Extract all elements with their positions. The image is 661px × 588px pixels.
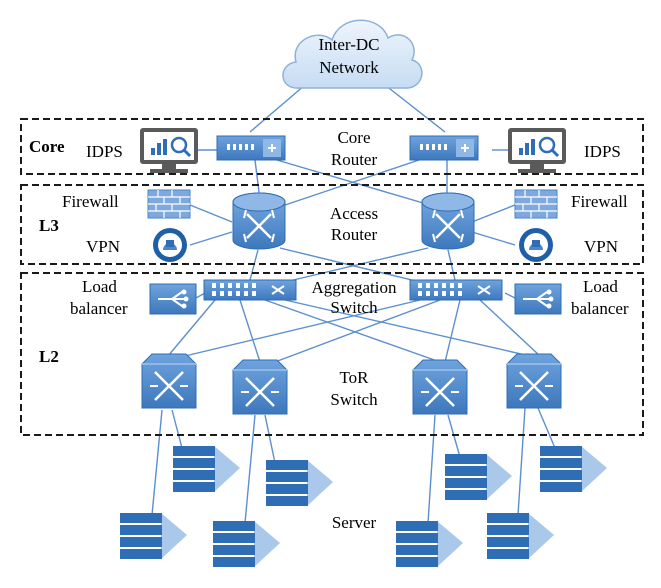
lb-right-label-line1: Load: [583, 277, 618, 296]
zone-label-core: Core: [29, 137, 65, 156]
server-icon: [120, 513, 187, 559]
link-fw-right: [471, 204, 516, 223]
agg-switch-label-line1: Aggregation: [312, 278, 397, 297]
link-agg2-tor3: [444, 299, 461, 363]
server-icon: [540, 446, 607, 492]
server-icon: [396, 521, 463, 567]
firewall-left-icon: [147, 189, 191, 219]
lb-left-label-line1: Load: [82, 277, 117, 296]
zone-core: [20, 118, 644, 175]
lb-right-icon: [514, 283, 562, 315]
firewall-left-label: Firewall: [62, 192, 119, 211]
inter-dc-cloud: Inter-DC Network: [282, 19, 423, 89]
core-router-label-line2: Router: [331, 150, 378, 169]
idps-left-label: IDPS: [86, 142, 123, 161]
core-router-label-line1: Core: [337, 128, 370, 147]
link-cloud-core-left: [249, 84, 306, 133]
tor-switch-4-icon: [506, 353, 562, 409]
aggregation-switch-right-icon: [409, 279, 503, 301]
link-agg1-tor4: [284, 299, 531, 357]
firewall-right-label: Firewall: [571, 192, 628, 211]
lb-left-icon: [149, 283, 197, 315]
access-router-right-icon: [421, 192, 475, 250]
link-agg1-tor3: [264, 299, 441, 363]
link-agg2-tor4: [479, 299, 541, 357]
cloud-label-line1: Inter-DC: [318, 35, 379, 54]
agg-switch-label-line2: Switch: [330, 298, 378, 317]
link-core2-access1: [284, 157, 426, 206]
access-router-left-icon: [232, 192, 286, 250]
vpn-left-icon: [153, 228, 187, 262]
lb-left-label-line2: balancer: [70, 299, 128, 318]
zone-label-l2: L2: [39, 347, 59, 366]
tor-switch-1-icon: [141, 353, 197, 409]
access-router-label-line2: Router: [331, 225, 378, 244]
idps-right-monitor-icon: [508, 128, 566, 173]
link-tor3-srv-a: [427, 414, 436, 524]
cloud-label-line2: Network: [319, 58, 379, 77]
link-tor2-srv-a: [244, 414, 256, 524]
server-icon: [213, 521, 280, 567]
zone-l2: [20, 272, 644, 436]
access-router-label-line1: Access: [330, 204, 378, 223]
firewall-right-icon: [514, 189, 558, 219]
server-icon: [173, 446, 240, 492]
link-agg1-tor1: [167, 299, 216, 357]
link-lb-right: [504, 292, 516, 299]
core-router-right-icon: [409, 135, 479, 161]
server-icon: [445, 454, 512, 500]
link-agg1-tor2: [239, 299, 261, 363]
link-agg2-tor2: [274, 299, 441, 363]
idps-left-monitor-icon: [140, 128, 198, 173]
link-vpn-left: [189, 231, 233, 246]
aggregation-switch-left-icon: [203, 279, 297, 301]
link-vpn-right: [471, 231, 516, 246]
vpn-right-label: VPN: [584, 237, 618, 256]
zone-l3: [20, 184, 644, 265]
tor-switch-3-icon: [412, 359, 468, 415]
idps-right-label: IDPS: [584, 142, 621, 161]
vpn-right-icon: [519, 228, 553, 262]
tor-switch-label-line2: Switch: [330, 390, 378, 409]
server-icon: [487, 513, 554, 559]
link-tor1-srv-a: [151, 409, 163, 516]
link-core1-access2: [269, 157, 431, 206]
tor-switch-label-line1: ToR: [339, 368, 369, 387]
link-cloud-core-right: [384, 84, 446, 133]
tor-switch-2-icon: [232, 359, 288, 415]
link-tor4-srv-a: [517, 407, 526, 516]
link-agg2-tor1: [184, 299, 421, 357]
server-icons: [120, 446, 607, 567]
link-fw-left: [189, 204, 233, 223]
server-icon: [266, 460, 333, 506]
server-label: Server: [332, 513, 377, 532]
zone-label-l3: L3: [39, 216, 59, 235]
vpn-left-label: VPN: [86, 237, 120, 256]
link-access2-agg1: [284, 247, 429, 283]
link-tor2-srv-b: [264, 414, 276, 464]
link-tor1-srv-b: [171, 409, 183, 449]
core-router-left-icon: [216, 135, 286, 161]
lb-right-label-line2: balancer: [571, 299, 629, 318]
link-tor4-srv-b: [537, 407, 556, 449]
